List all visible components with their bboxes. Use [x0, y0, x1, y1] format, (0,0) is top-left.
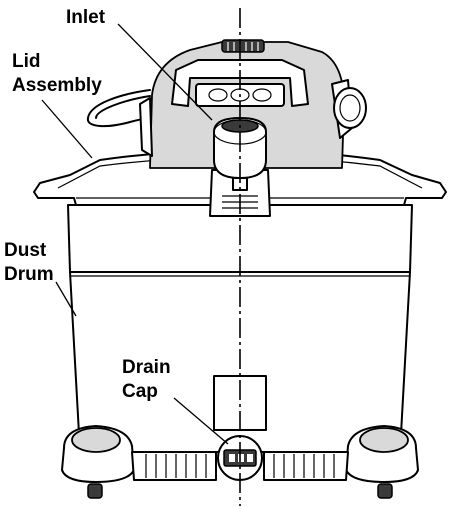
dust-drum-label-line1: Dust [4, 240, 47, 261]
rib-lines-left [145, 454, 207, 478]
lid-assembly-label-line1: Lid [12, 51, 41, 72]
inlet-leader [117, 23, 213, 121]
drain-cap-label-line1: Drain [122, 357, 171, 378]
lid-assembly-label-line2: Assembly [12, 75, 102, 96]
drain-cap-label-line2: Cap [122, 381, 158, 402]
rib-lines-right [273, 454, 335, 478]
lid-assembly-leader [41, 99, 93, 159]
dust-drum-leader [55, 281, 77, 317]
inlet-label: Inlet [66, 7, 106, 28]
base-dolly [61, 425, 419, 499]
drain-cap-leader [173, 397, 229, 445]
dust-drum-label-line2: Drum [4, 264, 54, 285]
